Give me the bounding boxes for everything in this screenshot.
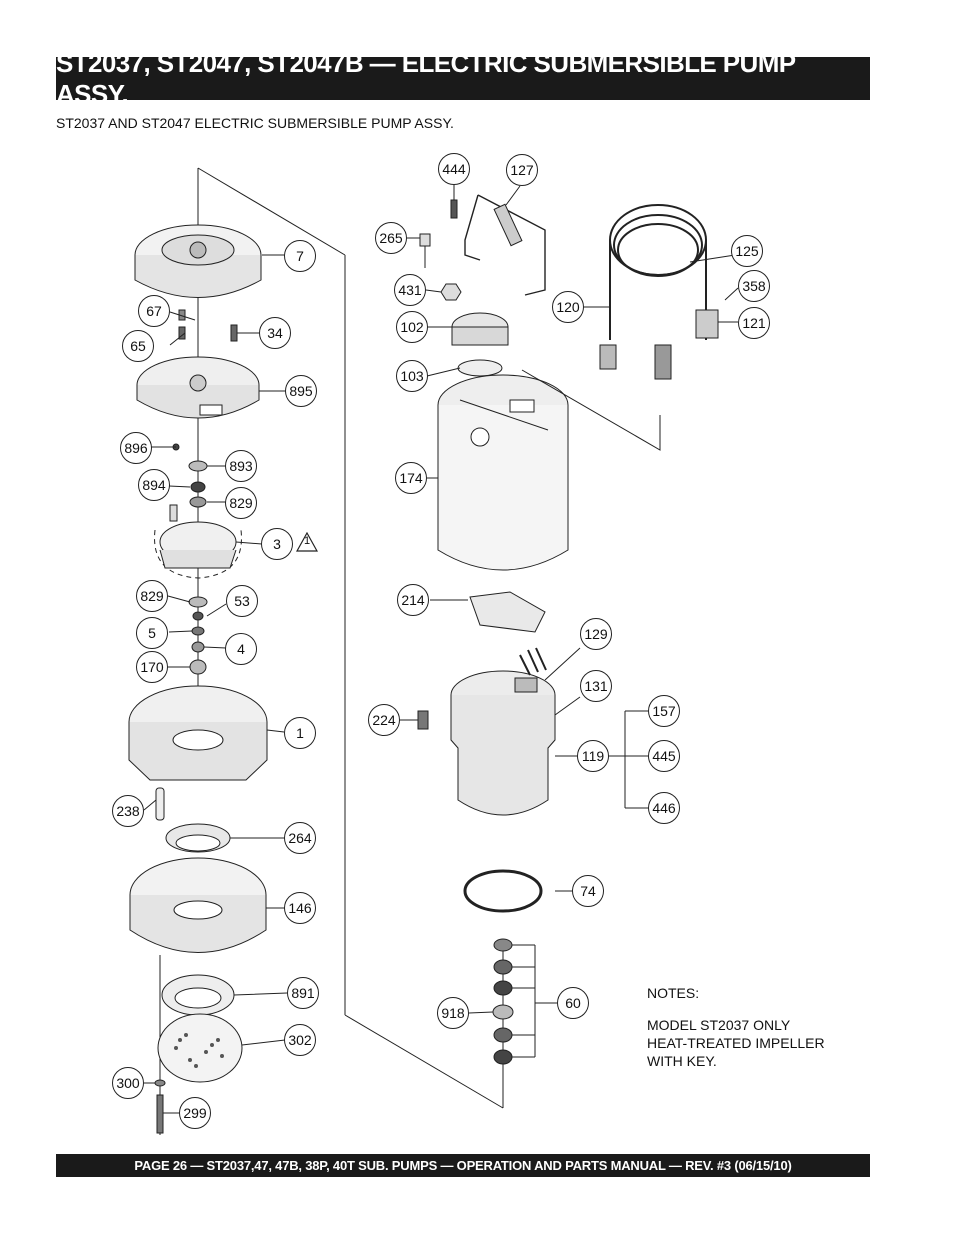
notes-block: NOTES: MODEL ST2037 ONLY HEAT-TREATED IM… xyxy=(647,984,825,1070)
callout-120: 120 xyxy=(552,291,584,323)
callout-1: 1 xyxy=(284,717,316,749)
callout-3: 3 xyxy=(261,528,293,560)
callout-214: 214 xyxy=(397,584,429,616)
notes-line: WITH KEY. xyxy=(647,1053,717,1069)
callout-103: 103 xyxy=(396,360,428,392)
callout-829: 829 xyxy=(225,487,257,519)
callout-102: 102 xyxy=(396,311,428,343)
callout-170: 170 xyxy=(136,651,168,683)
page-title: ST2037, ST2047, ST2047B — ELECTRIC SUBME… xyxy=(56,47,796,109)
callout-4: 4 xyxy=(225,633,257,665)
diagram-subtitle: ST2037 AND ST2047 ELECTRIC SUBMERSIBLE P… xyxy=(56,115,454,131)
callout-445: 445 xyxy=(648,740,680,772)
callout-895: 895 xyxy=(285,375,317,407)
callout-299: 299 xyxy=(179,1097,211,1129)
notes-line: MODEL ST2037 ONLY xyxy=(647,1017,791,1033)
callout-918: 918 xyxy=(437,997,469,1029)
callout-829-lower: 829 xyxy=(136,580,168,612)
callout-302: 302 xyxy=(284,1024,316,1056)
callout-65: 65 xyxy=(122,330,154,362)
note-reference-number: 1 xyxy=(303,535,311,547)
callout-53: 53 xyxy=(226,585,258,617)
page-title-bar: ST2037, ST2047, ST2047B — ELECTRIC SUBME… xyxy=(56,48,870,109)
callout-7: 7 xyxy=(284,240,316,272)
callout-894: 894 xyxy=(138,469,170,501)
callout-146: 146 xyxy=(284,892,316,924)
notes-line: HEAT-TREATED IMPELLER xyxy=(647,1035,825,1051)
callout-896: 896 xyxy=(120,432,152,464)
notes-heading: NOTES: xyxy=(647,985,700,1001)
callout-121: 121 xyxy=(738,307,770,339)
callout-264: 264 xyxy=(284,822,316,854)
callout-891: 891 xyxy=(287,977,319,1009)
callout-444: 444 xyxy=(438,153,470,185)
callout-300: 300 xyxy=(112,1067,144,1099)
callout-129: 129 xyxy=(580,618,612,650)
callout-127: 127 xyxy=(506,154,538,186)
callout-265: 265 xyxy=(375,222,407,254)
callout-34: 34 xyxy=(259,317,291,349)
callout-119: 119 xyxy=(577,740,609,772)
page-footer-bar: PAGE 26 — ST2037,47, 47B, 38P, 40T SUB. … xyxy=(56,1154,870,1177)
callout-446: 446 xyxy=(648,792,680,824)
callout-125: 125 xyxy=(731,235,763,267)
callout-238: 238 xyxy=(112,795,144,827)
callout-358: 358 xyxy=(738,270,770,302)
callout-60: 60 xyxy=(557,987,589,1019)
note-reference-triangle: 1 xyxy=(295,531,319,552)
callout-67: 67 xyxy=(138,295,170,327)
page-footer: PAGE 26 — ST2037,47, 47B, 38P, 40T SUB. … xyxy=(134,1158,792,1173)
callout-157: 157 xyxy=(648,695,680,727)
callout-74: 74 xyxy=(572,875,604,907)
callout-431: 431 xyxy=(394,274,426,306)
callout-224: 224 xyxy=(368,704,400,736)
callout-893: 893 xyxy=(225,450,257,482)
callout-131: 131 xyxy=(580,670,612,702)
callout-5: 5 xyxy=(136,617,168,649)
callout-174: 174 xyxy=(395,462,427,494)
